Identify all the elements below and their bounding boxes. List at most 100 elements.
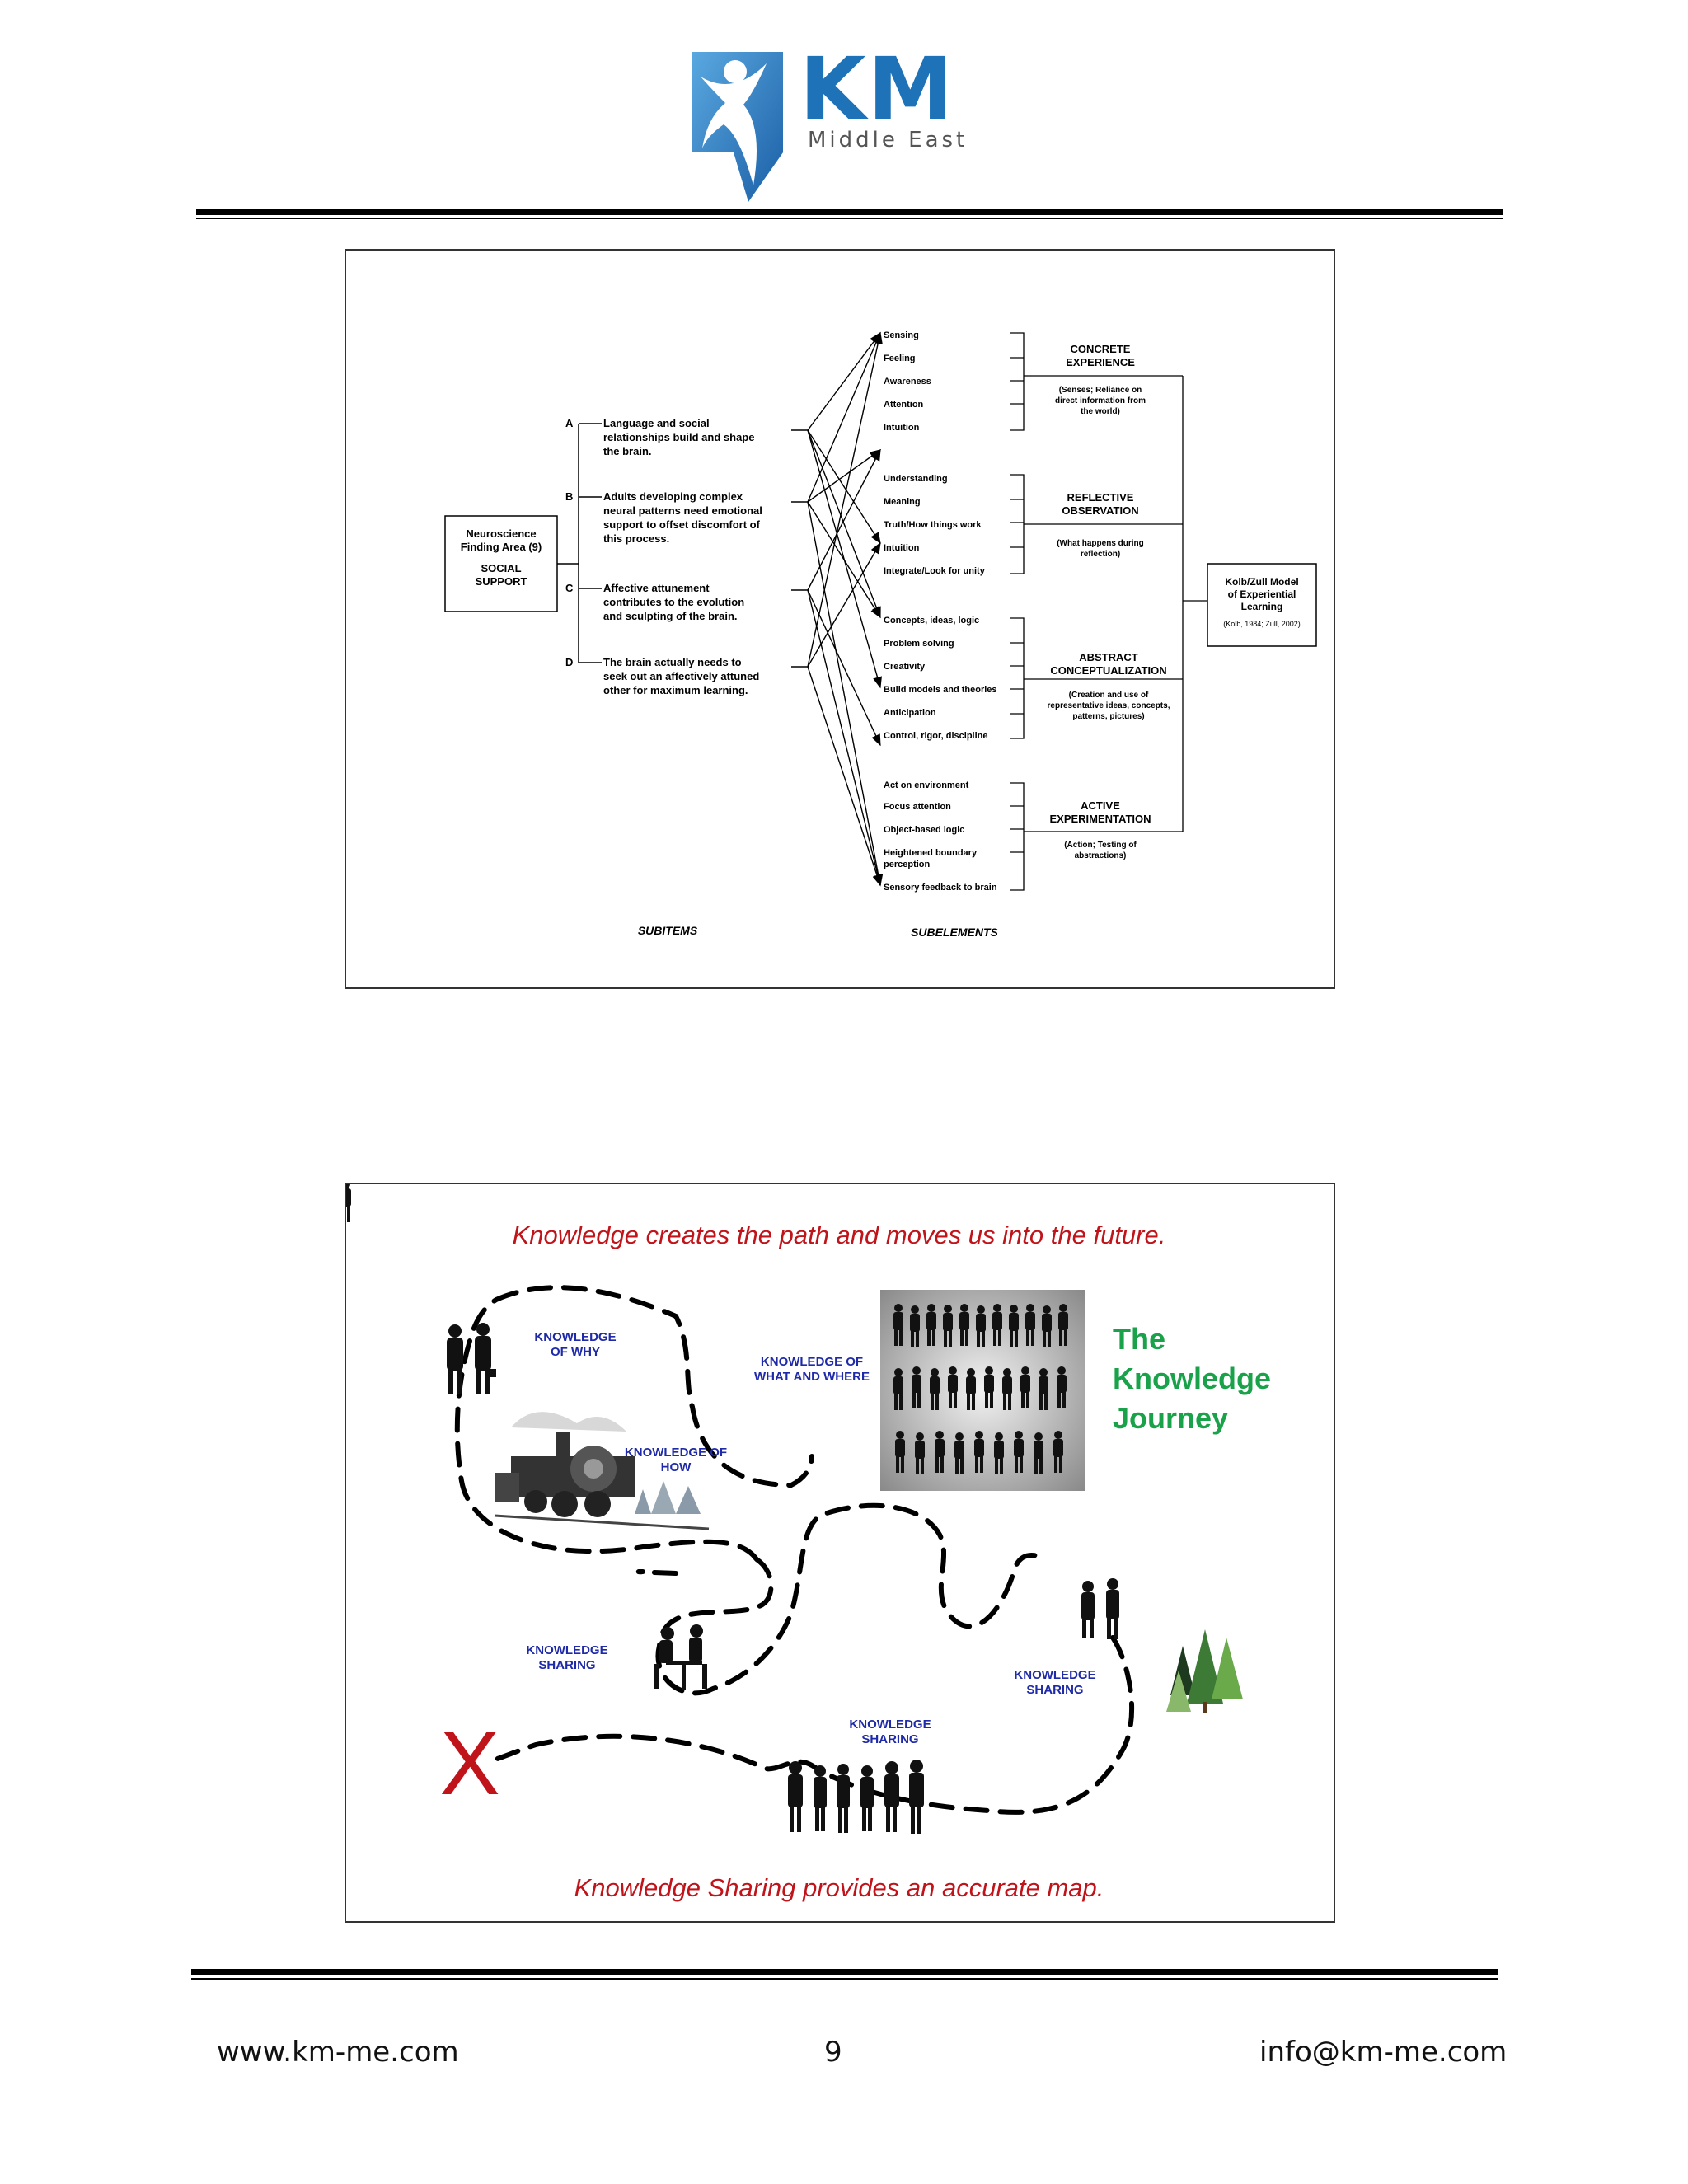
- kolb-diagram: Neuroscience Finding Area (9) SOCIAL SUP…: [444, 330, 1317, 939]
- subitem-b-line2: neural patterns need emotional: [603, 504, 762, 517]
- subitem-d-line2: seek out an affectively attuned: [603, 670, 759, 682]
- people-group-icon: [788, 1760, 924, 1834]
- subitem-letter-d: D: [565, 656, 573, 668]
- header-rule-thin: [196, 218, 1503, 219]
- kolb-diagram-frame: Neuroscience Finding Area (9) SOCIAL SUP…: [345, 249, 1335, 989]
- stage-3-title2: CONCEPTUALIZATION: [1050, 664, 1166, 677]
- knowledge-journey-frame: Knowledge creates the path and moves us …: [341, 1180, 1335, 1923]
- stage-3-desc1: (Creation and use of: [1069, 691, 1149, 700]
- pine-trees-image: [1166, 1629, 1243, 1713]
- subelement-4-5: perception: [884, 860, 931, 869]
- km-logo: KM Middle East: [684, 39, 981, 210]
- subelement-3-6: Control, rigor, discipline: [884, 731, 988, 741]
- subitem-a-line3: the brain.: [603, 445, 652, 457]
- root-line2: Finding Area (9): [461, 541, 542, 553]
- footer-website[interactable]: www.km-me.com: [217, 2036, 459, 2069]
- stage-1-desc3: the world): [1081, 407, 1120, 416]
- subelement-3-5: Anticipation: [884, 708, 936, 718]
- stage-1-desc2: direct information from: [1055, 396, 1146, 405]
- stage-3-desc3: patterns, pictures): [1072, 712, 1144, 721]
- cafe-meeting-icon: [654, 1624, 707, 1690]
- subelement-3-4: Build models and theories: [884, 685, 997, 695]
- subelement-4-4: Heightened boundary: [884, 848, 978, 858]
- stage-1-title2: EXPERIENCE: [1066, 356, 1135, 368]
- journey-footer-text: Knowledge Sharing provides an accurate m…: [574, 1873, 1104, 1902]
- footer-rule-thin: [191, 1978, 1498, 1980]
- label-what-1: KNOWLEDGE OF: [761, 1355, 863, 1369]
- label-sharing-bottom-2: SHARING: [861, 1732, 918, 1746]
- label-how-1: KNOWLEDGE OF: [625, 1446, 727, 1460]
- stage-4-desc1: (Action; Testing of: [1064, 841, 1137, 850]
- subelement-4-3: Object-based logic: [884, 825, 964, 835]
- x-mark: X: [439, 1713, 499, 1814]
- root-line4: SUPPORT: [476, 575, 528, 588]
- person-figure-icon: [692, 52, 783, 202]
- stage-4-desc2: abstractions): [1075, 851, 1127, 860]
- label-subelements: SUBELEMENTS: [911, 926, 998, 939]
- label-sharing-bottom-1: KNOWLEDGE: [849, 1718, 931, 1732]
- businessmen-pair-icon: [447, 1323, 496, 1394]
- stage-2-desc1: (What happens during: [1057, 539, 1144, 548]
- footer-page-number: 9: [824, 2036, 842, 2069]
- journey-title-2: Knowledge: [1113, 1361, 1271, 1395]
- subelement-1-2: Feeling: [884, 354, 916, 363]
- subitem-d-line3: other for maximum learning.: [603, 684, 748, 696]
- logo-mark: KM: [799, 39, 955, 139]
- stage-3-title1: ABSTRACT: [1079, 651, 1138, 663]
- subitem-a-line1: Language and social: [603, 417, 710, 429]
- stage-2-title1: REFLECTIVE: [1067, 491, 1134, 504]
- businessmen-right-icon: [1081, 1578, 1119, 1639]
- subelement-4-1: Act on environment: [884, 780, 969, 790]
- model-line4: (Kolb, 1984; Zull, 2002): [1223, 620, 1301, 628]
- subelement-2-1: Understanding: [884, 474, 948, 484]
- stage-2-desc2: reflection): [1081, 550, 1120, 559]
- stage-4-title1: ACTIVE: [1081, 799, 1120, 812]
- subelement-1-1: Sensing: [884, 330, 919, 340]
- subitem-c-line1: Affective attunement: [603, 582, 710, 594]
- label-sharing-left-1: KNOWLEDGE: [526, 1643, 607, 1657]
- locomotive-image: [494, 1412, 710, 1530]
- subitem-d-line1: The brain actually needs to: [603, 656, 742, 668]
- stage-2-title2: OBSERVATION: [1062, 504, 1138, 517]
- label-why-2: OF WHY: [551, 1345, 600, 1359]
- footer-email[interactable]: info@km-me.com: [1259, 2036, 1507, 2069]
- subelement-2-5: Integrate/Look for unity: [884, 566, 986, 576]
- stage-1-title1: CONCRETE: [1071, 343, 1131, 355]
- label-sharing-left-2: SHARING: [538, 1658, 595, 1672]
- subelement-3-1: Concepts, ideas, logic: [884, 616, 979, 626]
- label-how-2: HOW: [661, 1460, 692, 1474]
- knowledge-journey-diagram: Knowledge creates the path and moves us …: [341, 1180, 1271, 1902]
- subelement-3-3: Creativity: [884, 662, 926, 672]
- subitem-b-line1: Adults developing complex: [603, 490, 743, 503]
- root-line1: Neuroscience: [466, 527, 536, 540]
- subelement-4-6: Sensory feedback to brain: [884, 883, 997, 893]
- subitem-a-line2: relationships build and shape: [603, 431, 754, 443]
- subelement-3-2: Problem solving: [884, 639, 954, 649]
- stage-1-desc1: (Senses; Reliance on: [1059, 386, 1142, 395]
- subitem-b-line4: this process.: [603, 532, 669, 545]
- subelement-1-4: Attention: [884, 400, 924, 410]
- model-line3: Learning: [1241, 601, 1283, 612]
- stage-3-desc2: representative ideas, concepts,: [1048, 701, 1170, 710]
- subelement-1-3: Awareness: [884, 377, 931, 387]
- stage-4-title2: EXPERIMENTATION: [1049, 813, 1151, 825]
- subelement-2-2: Meaning: [884, 497, 921, 507]
- subitem-letter-c: C: [565, 582, 574, 594]
- label-subitems: SUBITEMS: [638, 924, 698, 937]
- label-why-1: KNOWLEDGE: [534, 1330, 616, 1344]
- subitem-c-line3: and sculpting of the brain.: [603, 610, 738, 622]
- subelement-2-3: Truth/How things work: [884, 520, 982, 530]
- model-line2: of Experiential: [1228, 588, 1296, 600]
- journey-title-1: The: [1113, 1322, 1165, 1356]
- subitem-letter-b: B: [565, 490, 573, 503]
- journey-heading: Knowledge creates the path and moves us …: [513, 1221, 1166, 1249]
- header-rule-thick: [196, 209, 1503, 215]
- crowd-silhouettes-image: [341, 1180, 1085, 1491]
- subitem-letter-a: A: [565, 417, 574, 429]
- label-sharing-right-1: KNOWLEDGE: [1014, 1668, 1095, 1682]
- footer-rule-thick: [191, 1969, 1498, 1975]
- root-line3: SOCIAL: [481, 562, 521, 574]
- subelement-2-4: Intuition: [884, 543, 920, 553]
- subelement-4-2: Focus attention: [884, 802, 951, 812]
- subelement-1-5: Intuition: [884, 423, 920, 433]
